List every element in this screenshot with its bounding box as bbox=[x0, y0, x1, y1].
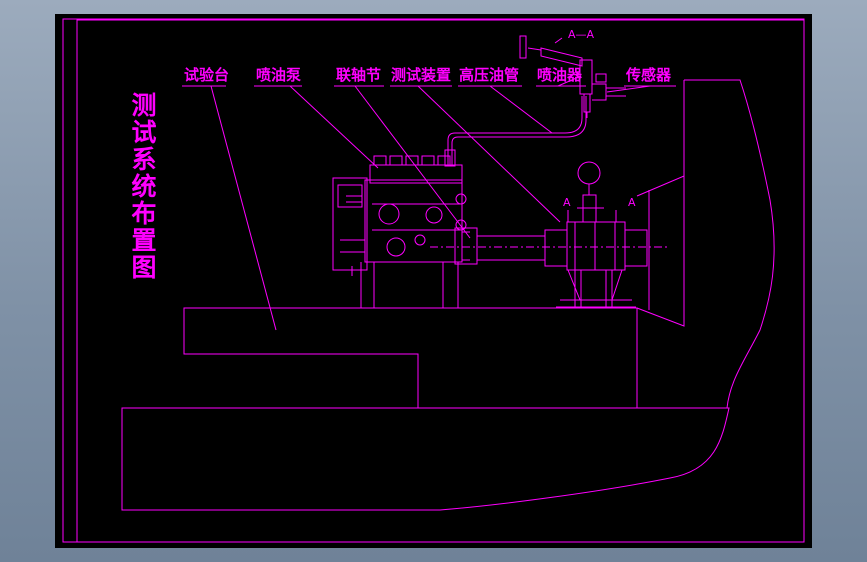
label-test-bench: 试验台 bbox=[184, 66, 230, 84]
hp-oil-pipe-shape bbox=[444, 96, 587, 167]
section-label-aa: A—A bbox=[568, 28, 595, 41]
drawing-title: 测试系统布置图 bbox=[128, 92, 157, 281]
label-coupling: 联轴节 bbox=[336, 66, 382, 84]
label-test-device: 测试装置 bbox=[391, 66, 452, 84]
injection-pump-shape bbox=[332, 155, 467, 308]
section-mark-right: A bbox=[628, 196, 636, 209]
label-injector: 喷油器 bbox=[537, 66, 583, 84]
wall-mount-shape bbox=[636, 79, 775, 409]
leader-lines bbox=[182, 75, 676, 331]
label-hp-oil-pipe: 高压油管 bbox=[459, 66, 520, 84]
test-device-shape bbox=[556, 161, 648, 309]
inner-frame bbox=[76, 19, 805, 543]
drawing-sheet bbox=[55, 14, 812, 548]
label-injection-pump: 喷油泵 bbox=[256, 66, 302, 84]
label-sensor: 传感器 bbox=[626, 66, 672, 84]
section-mark-left: A bbox=[563, 196, 571, 209]
injector-sensor-shape bbox=[519, 35, 626, 118]
coupling-shape bbox=[430, 227, 668, 267]
section-marks bbox=[554, 37, 617, 222]
